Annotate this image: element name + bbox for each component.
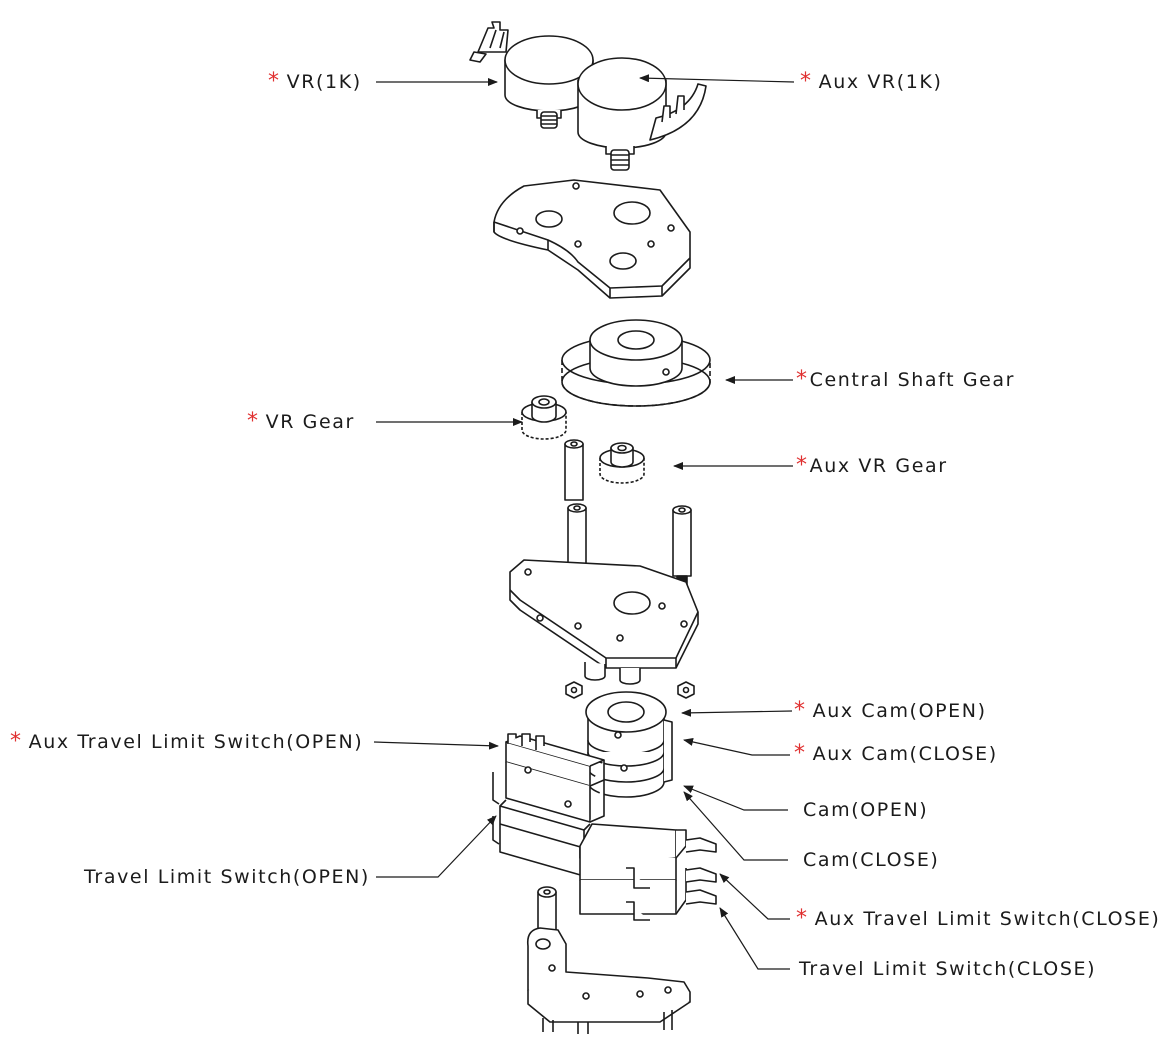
label-vr-1k: *VR(1K) [268, 69, 362, 94]
label-text: Aux VR Gear [809, 455, 948, 477]
vr-1k-potentiometer [469, 21, 594, 129]
label-aux-vr-1k: *Aux VR(1K) [800, 69, 943, 94]
marker-asterisk: * [268, 69, 281, 94]
marker-asterisk: * [796, 906, 809, 931]
top-mounting-plate [493, 179, 691, 299]
label-text: Central Shaft Gear [809, 369, 1016, 391]
label-text: Aux Travel Limit Switch(OPEN) [28, 731, 364, 753]
aux-vr-gear [599, 442, 645, 484]
label-text: Aux VR(1K) [818, 71, 943, 93]
label-text: VR Gear [265, 411, 355, 433]
label-text: Travel Limit Switch(CLOSE) [799, 958, 1097, 980]
label-text: Cam(CLOSE) [803, 849, 940, 871]
hex-nuts [565, 681, 695, 699]
label-aux-vr-gear: *Aux VR Gear [796, 453, 948, 478]
label-central-shaft-gear: *Central Shaft Gear [796, 367, 1016, 392]
travel-limit-switches-close [579, 823, 717, 921]
marker-asterisk: * [247, 409, 260, 434]
marker-asterisk: * [10, 729, 23, 754]
marker-asterisk: * [796, 453, 809, 478]
label-aux-cam-close: *Aux Cam(CLOSE) [794, 741, 998, 766]
label-text: Aux Cam(CLOSE) [812, 743, 998, 765]
label-travel-limit-switch-close: Travel Limit Switch(CLOSE) [799, 958, 1096, 980]
label-cam-close: Cam(CLOSE) [803, 849, 939, 871]
leader-lines [373, 74, 795, 970]
travel-limit-switches-open [492, 733, 605, 877]
vr-gear [521, 395, 567, 440]
label-text: VR(1K) [286, 71, 362, 93]
label-travel-limit-switch-open: Travel Limit Switch(OPEN) [84, 866, 370, 888]
label-aux-travel-limit-switch-open: *Aux Travel Limit Switch(OPEN) [10, 729, 364, 754]
label-aux-cam-open: *Aux Cam(OPEN) [794, 698, 987, 723]
label-aux-travel-limit-switch-close: *Aux Travel Limit Switch(CLOSE) [796, 906, 1161, 931]
bottom-bracket [526, 886, 691, 1034]
label-text: Aux Travel Limit Switch(CLOSE) [814, 908, 1161, 930]
label-cam-open: Cam(OPEN) [803, 799, 928, 821]
label-text: Cam(OPEN) [803, 799, 929, 821]
marker-asterisk: * [794, 698, 807, 723]
label-text: Aux Cam(OPEN) [812, 700, 987, 722]
cam-stack [585, 691, 673, 798]
marker-asterisk: * [794, 741, 807, 766]
marker-asterisk: * [796, 367, 809, 392]
marker-asterisk: * [800, 69, 813, 94]
label-vr-gear: *VR Gear [247, 409, 355, 434]
bottom-mounting-plate [509, 559, 699, 685]
aux-vr-1k-potentiometer [577, 57, 707, 171]
central-shaft-gear [561, 319, 711, 407]
label-text: Travel Limit Switch(OPEN) [84, 866, 370, 888]
